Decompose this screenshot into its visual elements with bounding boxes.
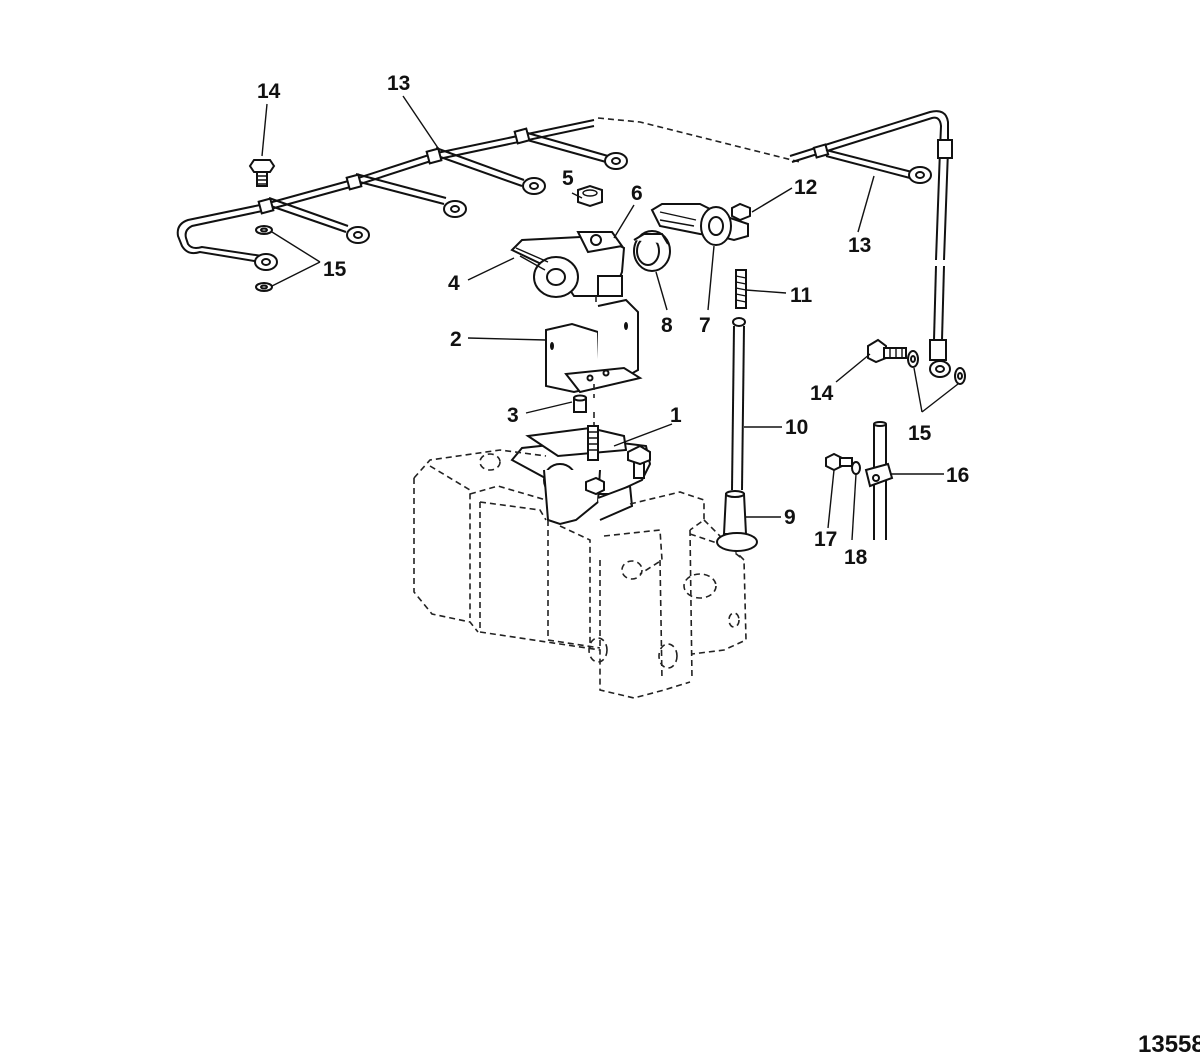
- oil-tube-assembly-left: [176, 117, 801, 292]
- callout-11: 11: [790, 284, 813, 307]
- rocker-assembly-installed: [510, 425, 652, 526]
- callout-17: 17: [814, 528, 837, 551]
- callout-16: 16: [946, 464, 969, 487]
- callout-14-right: 14: [810, 382, 834, 405]
- callout-12: 12: [794, 176, 817, 199]
- callout-15: 15: [323, 258, 347, 281]
- callout-15-right: 15: [908, 422, 932, 445]
- callout-3: 3: [507, 404, 519, 427]
- rocker-arm-assembly: [510, 184, 751, 428]
- callout-13: 13: [387, 72, 410, 95]
- oil-tube-assembly-right: [789, 110, 966, 385]
- callout-labels: 14 13 15 5 6 4 2 3 1 8 7 12 11 10 9 13 1…: [257, 72, 969, 569]
- callout-5: 5: [562, 167, 574, 190]
- callout-10: 10: [785, 416, 808, 439]
- callout-9: 9: [784, 506, 796, 529]
- callout-14: 14: [257, 80, 281, 103]
- callout-7: 7: [699, 314, 711, 337]
- leader-lines: [261, 95, 959, 541]
- callout-13-right: 13: [848, 234, 871, 257]
- callout-6: 6: [631, 182, 643, 205]
- callout-2: 2: [450, 328, 462, 351]
- tube-clamp-assembly: [825, 421, 894, 540]
- drawing-number: 13558: [1138, 1031, 1200, 1058]
- callout-1: 1: [670, 404, 682, 427]
- callout-4: 4: [448, 272, 460, 295]
- callout-8: 8: [661, 314, 673, 337]
- callout-18: 18: [844, 546, 868, 569]
- push-rod-and-lifter: [716, 317, 758, 552]
- cylinder-head-phantom: [413, 449, 747, 699]
